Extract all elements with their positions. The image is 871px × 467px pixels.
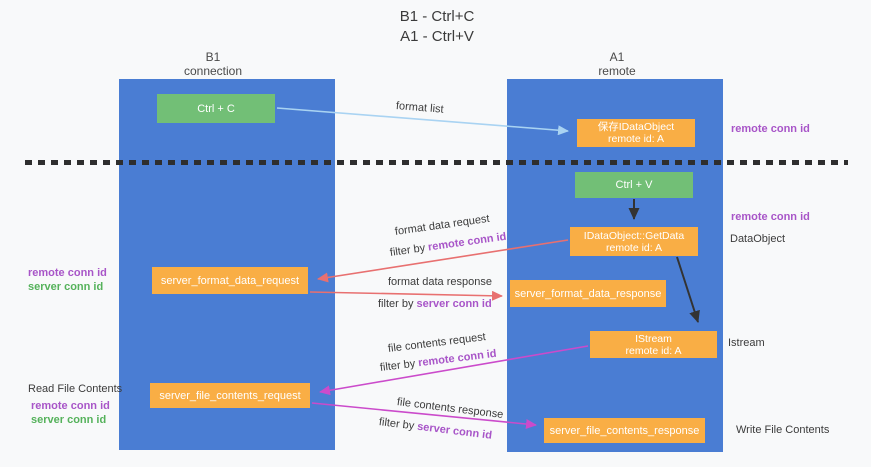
node-getdata-line1: IDataObject::GetData xyxy=(583,229,685,242)
label-remote-conn-id-mid-right: remote conn id xyxy=(731,211,810,223)
node-server-format-data-request-label: server_format_data_request xyxy=(160,274,300,287)
column-a1-role: remote xyxy=(598,64,636,78)
node-server-file-contents-response-label: server_file_contents_response xyxy=(549,424,700,437)
label-remote-conn-id-top-right: remote conn id xyxy=(731,123,810,135)
node-save-dataobject-line1: 保存IDataObject xyxy=(597,121,675,133)
label-write-file-contents: Write File Contents xyxy=(736,424,830,436)
diagram-title: B1 - Ctrl+C A1 - Ctrl+V xyxy=(327,7,547,47)
node-server-format-data-response: server_format_data_response xyxy=(510,280,666,307)
node-istream-line1: IStream xyxy=(635,332,672,345)
filter-by-text-2: filter by xyxy=(378,298,417,310)
arrow-format-data-response xyxy=(309,290,503,301)
filter-server-conn-id-2: server conn id xyxy=(416,420,493,442)
filter-by-text-1: filter by xyxy=(389,241,429,259)
label-filter-by-server-conn-id-1: filter by server conn id xyxy=(378,298,492,310)
column-a1-name: A1 xyxy=(609,50,625,64)
label-server-conn-id-mid-left: server conn id xyxy=(28,281,104,293)
node-istream: IStream remote id: A xyxy=(590,331,717,358)
node-ctrl-c-label: Ctrl + C xyxy=(197,102,235,115)
label-dataobject: DataObject xyxy=(730,233,786,245)
node-server-file-contents-response: server_file_contents_response xyxy=(544,418,705,443)
label-read-file-contents: Read File Contents xyxy=(28,383,123,395)
node-server-file-contents-request-label: server_file_contents_request xyxy=(159,389,301,402)
node-server-format-data-request: server_format_data_request xyxy=(152,267,308,294)
filter-server-conn-id-1: server conn id xyxy=(416,298,492,310)
column-header-b1: B1 connection xyxy=(153,50,273,78)
label-format-list: format list xyxy=(395,100,445,116)
filter-remote-conn-id-1: remote conn id xyxy=(427,230,508,254)
label-format-data-response: format data response xyxy=(388,276,492,288)
phase-separator-dashed-line xyxy=(25,160,848,165)
filter-by-text-4: filter by xyxy=(378,416,418,433)
label-istream: Istream xyxy=(728,337,765,349)
node-server-file-contents-request: server_file_contents_request xyxy=(150,383,310,408)
title-line-a1: A1 - Ctrl+V xyxy=(400,28,474,45)
column-b1-name: B1 xyxy=(205,50,221,64)
node-save-dataobject: 保存IDataObject remote id: A xyxy=(577,119,695,147)
filter-by-text-3: filter by xyxy=(379,357,419,374)
node-save-dataobject-line2: remote id: A xyxy=(607,133,665,145)
label-remote-conn-id-mid-left: remote conn id xyxy=(28,267,107,279)
title-line-b1: B1 - Ctrl+C xyxy=(399,8,475,25)
column-header-a1: A1 remote xyxy=(557,50,677,78)
node-idataobject-getdata: IDataObject::GetData remote id: A xyxy=(570,227,698,256)
label-remote-conn-id-bottom-left: remote conn id xyxy=(31,400,110,412)
node-ctrl-v-label: Ctrl + V xyxy=(615,179,653,191)
node-getdata-line2: remote id: A xyxy=(605,241,663,254)
node-server-format-data-response-label: server_format_data_response xyxy=(514,287,662,300)
node-ctrl-c: Ctrl + C xyxy=(157,94,275,123)
column-b1-role: connection xyxy=(183,64,243,78)
label-file-contents-response: file contents response xyxy=(396,396,504,421)
node-istream-line2: remote id: A xyxy=(625,344,682,357)
node-ctrl-v: Ctrl + V xyxy=(575,172,693,198)
filter-remote-conn-id-2: remote conn id xyxy=(417,347,498,370)
label-filter-by-server-conn-id-2: filter by server conn id xyxy=(378,416,492,442)
label-server-conn-id-bottom-left: server conn id xyxy=(31,414,107,426)
